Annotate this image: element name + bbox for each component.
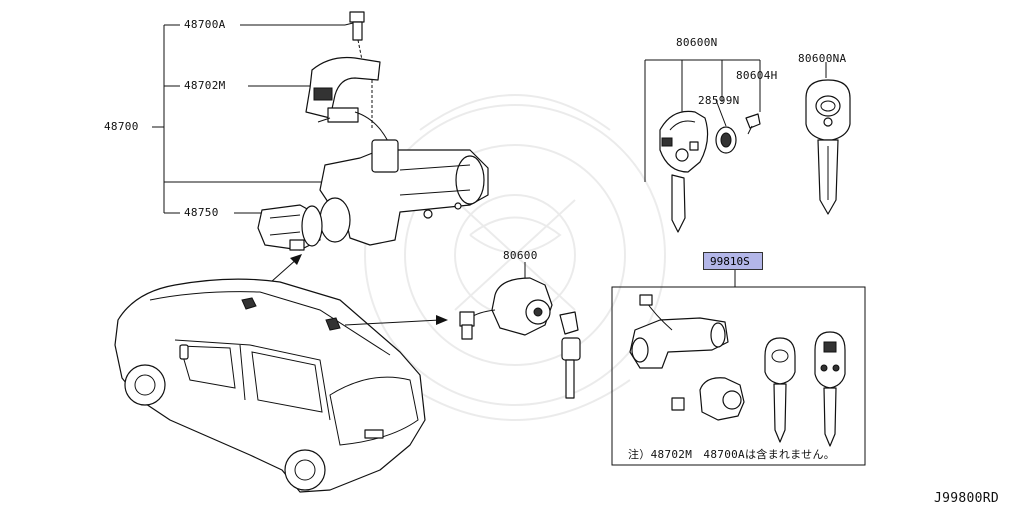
ignition-switch-assembly-icon [319, 139, 489, 246]
part-80600NA-key-icon [805, 62, 851, 215]
label-28599N: 28599N [698, 94, 740, 107]
kit-99810S-box [611, 270, 866, 466]
label-80600: 80600 [503, 249, 538, 262]
bracket-80600N [644, 59, 761, 182]
label-80600NA: 80600NA [798, 52, 847, 65]
part-28599N-icon [715, 99, 737, 154]
label-48700A: 48700A [184, 18, 226, 31]
vehicle-silhouette-icon [114, 278, 426, 493]
part-80600-icon [459, 262, 581, 399]
label-48700: 48700 [104, 120, 139, 133]
bracket-48700 [152, 21, 358, 214]
part-48700A-icon [349, 11, 365, 61]
part-48750-icon [257, 204, 323, 251]
kit-ignition-icon [629, 294, 729, 369]
arrow-to-80600 [344, 315, 448, 326]
label-99810S: 99810S [710, 255, 750, 268]
label-48750: 48750 [184, 206, 219, 219]
part-80600N-fob-icon [659, 110, 709, 233]
highlight-99810S: 99810S [703, 252, 763, 270]
watermark-emblem-icon [364, 94, 666, 421]
kit-blank-key-icon [764, 337, 796, 443]
part-80604H-icon [745, 113, 761, 135]
kit-note: 注）48702M 48700Aは含まれません。 [628, 448, 836, 461]
kit-remote-key-icon [814, 331, 846, 447]
diagram-id: J99800RD [934, 491, 1000, 506]
label-80600N: 80600N [676, 36, 718, 49]
label-80604H: 80604H [736, 69, 778, 82]
label-48702M: 48702M [184, 79, 226, 92]
kit-door-cylinder-icon [671, 377, 745, 421]
part-48702M-icon [305, 56, 381, 130]
